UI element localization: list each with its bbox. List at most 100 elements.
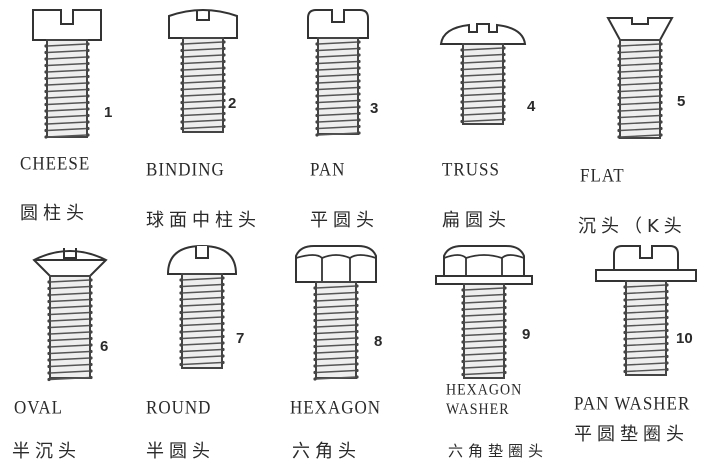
thread-crest [461,359,465,364]
thread-line [463,313,505,317]
thread-crest [179,349,183,354]
thread-crest [313,305,317,310]
thread-crest [180,55,184,59]
thread-crest [179,310,183,315]
thread-line [182,67,224,71]
thread-crest [617,57,621,61]
thread-crest [617,109,621,113]
thread-crest [503,299,507,303]
thread-crest [665,315,669,320]
thread-line [49,363,91,368]
hexagon-washer-head-screw-icon [435,245,533,379]
item-name-zh: 沉头（K头 [578,216,687,237]
thread-line [49,324,91,329]
thread-crest [222,59,226,64]
thread-line [181,283,223,288]
thread-line [182,60,224,65]
thread-crest [47,377,51,382]
thread-crest [623,324,627,328]
thread-crest [665,309,669,313]
thread-crest [89,284,93,289]
head [168,9,238,39]
thread-crest [665,302,669,307]
thread-line [463,287,505,291]
thread-crest [221,328,225,332]
thread-line [182,54,224,58]
thread-crest [659,126,663,131]
thread-crest [47,358,51,362]
thread-crest [355,284,359,288]
flat-head-screw-icon [606,17,674,139]
thread-crest [502,59,506,63]
thread-line [315,343,357,348]
thread-crest [659,48,663,53]
thread-crest [89,369,93,373]
thread-line [463,326,505,330]
thread-line [46,69,88,73]
thread-crest [89,356,93,360]
thread-line [463,339,505,343]
thread-crest [315,126,319,131]
thread-crest [355,290,359,295]
thread-line [317,67,359,71]
thread-crest [617,63,621,68]
thread-line [625,349,667,353]
thread-line [317,132,359,136]
thread-crest [623,298,627,302]
thread-line [462,112,504,116]
thread-crest [617,135,621,139]
thread-crest [665,296,669,300]
thread-line [181,335,223,340]
thread-crest [355,349,359,353]
thread-line [625,368,667,373]
thread-shank [317,37,359,135]
thread-crest [222,111,226,116]
thread-shank [625,280,667,376]
thread-crest [355,303,359,308]
thread-crest [617,50,621,55]
thread-crest [89,343,93,347]
thread-line [625,297,667,301]
thread-line [315,356,357,361]
thread-line [625,329,667,334]
thread-crest [357,66,361,70]
thread-line [317,93,359,97]
thread-crest [179,278,183,282]
thread-crest [460,119,464,124]
thread-crest [47,312,51,317]
thread-line [619,95,661,99]
thread-crest [221,334,225,339]
thread-line [181,348,223,353]
thread-crest [460,80,464,85]
thread-crest [44,50,48,55]
thread-line [182,93,224,97]
thread-crest [222,118,226,122]
thread-line [315,298,357,302]
thread-line [315,369,357,374]
item-name-zh: 半圆头 [146,441,215,462]
thread-crest [659,68,663,72]
thread-line [619,108,661,112]
thread-line [46,88,88,93]
thread-crest [180,87,184,92]
thread-crest [502,104,506,109]
washer-flange [595,269,697,282]
thread-crest [623,291,627,296]
item-name: HEXAGON WASHER [446,382,523,419]
thread-crest [179,343,183,347]
thread-line [46,108,88,112]
head [439,22,527,45]
truss-head-screw-icon [439,22,527,125]
thread-crest [179,304,183,308]
thread-crest [222,85,226,90]
thread-crest [89,349,93,354]
thread-line [46,49,88,54]
thread-crest [659,61,663,66]
thread-crest [315,107,319,111]
thread-crest [222,66,226,70]
thread-crest [357,72,361,77]
thread-line [181,309,223,314]
thread-crest [617,102,621,107]
item-name-zh: 六角头 [292,441,361,462]
thread-crest [89,278,93,282]
